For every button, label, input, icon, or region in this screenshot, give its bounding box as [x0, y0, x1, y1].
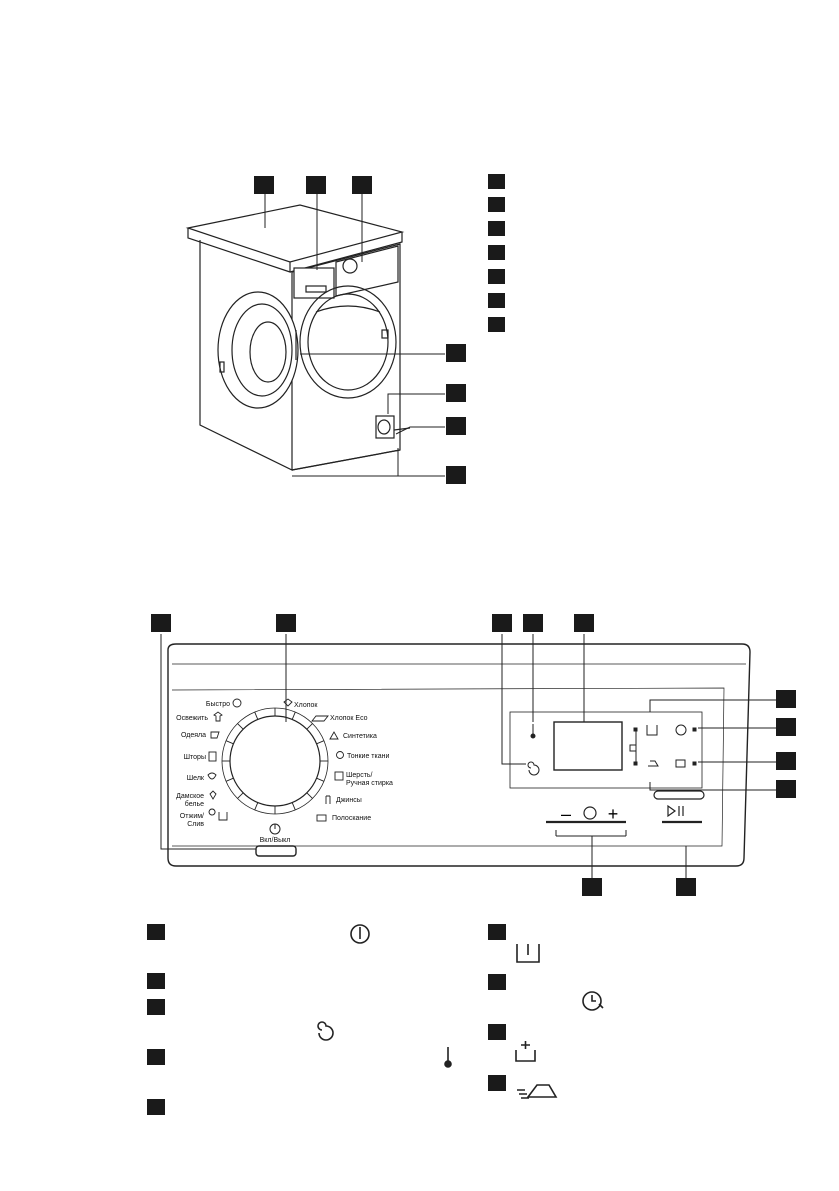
delay-clock-icon: [675, 724, 687, 736]
program-label: Освежить: [176, 715, 208, 722]
power-control[interactable]: Вкл/Выкл: [260, 823, 291, 844]
program-dial[interactable]: [221, 707, 329, 815]
callout-square: [446, 466, 466, 484]
dial-segment-divider: [254, 802, 259, 811]
programs-left: Быстро Освежить Одеяла Шторы Шелк Дамско…: [176, 701, 230, 828]
dial-segment-divider: [291, 802, 296, 811]
dial-segment-divider: [306, 792, 313, 799]
delay-clock-icon: [582, 991, 602, 1011]
program-label: Хлопок: [294, 702, 318, 709]
bottom-legend-left: [147, 924, 165, 1115]
bottom-legend-right: [488, 924, 506, 1091]
program-label: Быстро: [206, 701, 230, 708]
time-minus-button[interactable]: –: [561, 804, 571, 824]
callout-square: [352, 176, 372, 194]
top-callout-leaders: [264, 192, 445, 477]
top-callouts: [254, 176, 466, 484]
prewash-tub-icon: [646, 725, 658, 736]
dial-segment-divider: [316, 777, 325, 782]
callout-square: [254, 176, 274, 194]
time-manager-icon: [583, 806, 597, 820]
dial-segment-divider: [254, 711, 259, 720]
panel-callouts: [151, 614, 796, 896]
program-label: Ручная стирка: [346, 780, 393, 787]
callout-square: [446, 384, 466, 402]
program-label: Полоскание: [332, 815, 371, 822]
easy-iron-icon: [517, 1084, 558, 1099]
program-icons-left: [207, 698, 242, 821]
dial-segment-divider: [237, 792, 244, 799]
program-label: Дамское: [176, 793, 204, 800]
power-icon: [350, 924, 370, 944]
top-legend-squares: [488, 174, 505, 332]
dial-segment-divider: [306, 723, 313, 730]
control-panel: [167, 643, 751, 867]
program-label: Джинсы: [336, 797, 362, 804]
callout-square: [446, 417, 466, 435]
program-label: Шелк: [187, 775, 205, 782]
callout-square: [446, 344, 466, 362]
dial-segment-divider: [291, 711, 296, 720]
power-label: Вкл/Выкл: [260, 837, 291, 844]
program-label: Шторы: [184, 754, 206, 761]
washing-machine-illustration: [185, 204, 411, 471]
program-label: Синтетика: [343, 733, 377, 740]
program-label: Одеяла: [181, 732, 206, 739]
bottom-legend-left-icons: [317, 924, 452, 1068]
prewash-tub-icon: [516, 944, 540, 963]
time-plus-button[interactable]: +: [608, 804, 619, 824]
program-label: Отжим/: [180, 813, 204, 820]
program-label: белье: [185, 800, 204, 808]
spin-spiral-icon: [527, 761, 540, 776]
display-icons: [527, 724, 697, 776]
start-pause-icon[interactable]: [667, 804, 684, 818]
programs-right: Хлопок Хлопок Eco Синтетика Тонкие ткани…: [294, 702, 393, 822]
bottom-legend-right-icons: [515, 944, 604, 1099]
program-label: Шерсть/: [346, 772, 373, 779]
program-label: Тонкие ткани: [347, 753, 389, 760]
time-manager[interactable]: – +: [561, 804, 684, 824]
dial-segment-divider: [316, 740, 325, 745]
spin-spiral-icon: [317, 1021, 334, 1041]
extra-rinse-icon: [515, 1041, 536, 1062]
easy-iron-icon: [648, 760, 659, 767]
dial-segment-divider: [225, 740, 234, 745]
callout-square: [306, 176, 326, 194]
dial-segment-divider: [225, 777, 234, 782]
program-label: Хлопок Eco: [330, 715, 368, 722]
program-label: Слив: [187, 821, 204, 828]
dial-segment-divider: [237, 723, 244, 730]
dial-segments: [222, 708, 328, 814]
panel-callout-leaders: [160, 634, 776, 878]
program-icons-right: [283, 698, 344, 822]
extra-rinse-icon: [675, 759, 686, 768]
